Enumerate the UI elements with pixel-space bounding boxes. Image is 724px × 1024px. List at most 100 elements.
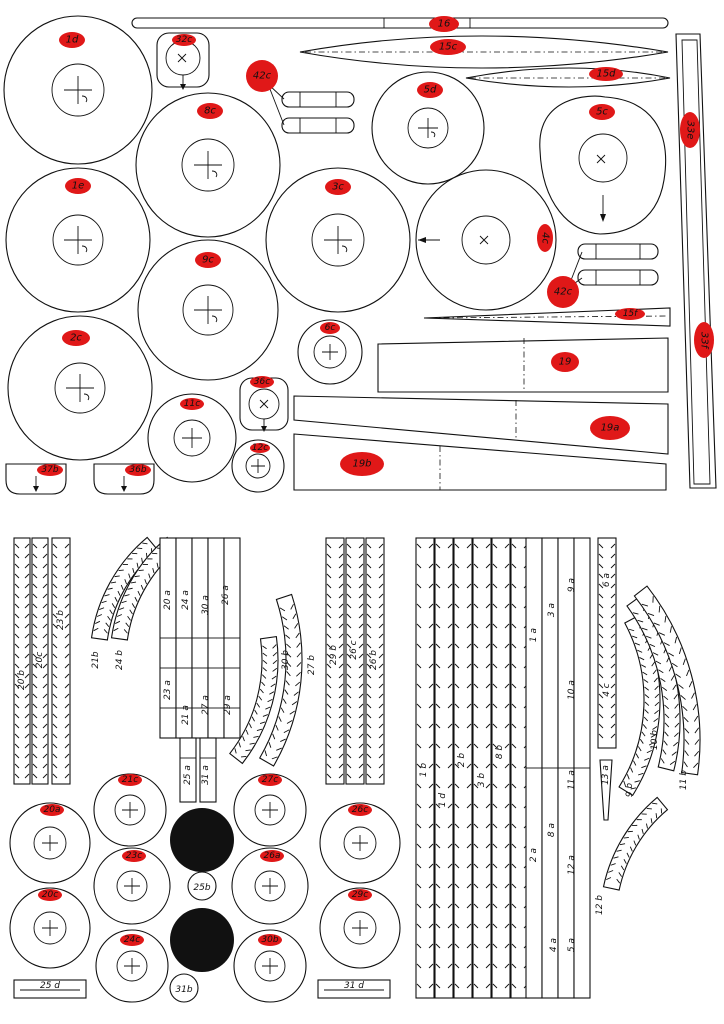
label-strip-23a: 23 a: [163, 680, 173, 700]
label-strip-23b: 23 b: [56, 610, 66, 630]
label-strip-27b: 27 b: [307, 655, 317, 675]
label-42c-top: 42c: [253, 71, 272, 82]
label-strip-12a: 12 a: [567, 855, 577, 875]
label-19b: 19b: [352, 459, 371, 470]
label-strip-11a: 11 a: [567, 770, 577, 790]
label-6c: 6c: [325, 323, 336, 333]
label-5d: 5d: [424, 85, 437, 96]
label-27c: 27c: [262, 775, 278, 785]
label-4c: 4c: [540, 232, 551, 244]
label-31b: 31b: [175, 985, 192, 995]
label-strip-6a: 6 a: [602, 573, 612, 587]
label-29c: 29c: [352, 890, 368, 900]
part-42c-b: [281, 117, 355, 134]
black-disk-lower: [170, 908, 234, 972]
label-strip-5a: 5 a: [567, 938, 577, 952]
label-9c: 9c: [202, 255, 214, 266]
label-31d: 31 d: [344, 981, 364, 991]
label-21c: 21c: [122, 775, 138, 785]
label-36c: 36c: [254, 377, 270, 387]
strip-23b: [51, 537, 71, 785]
label-strip-3a: 3 a: [547, 603, 557, 617]
label-strip-1a: 1 a: [529, 628, 539, 642]
label-16: 16: [438, 19, 451, 30]
strip-b-1: [434, 537, 454, 999]
label-12c: 12c: [252, 443, 268, 453]
label-33f: 33f: [699, 332, 710, 350]
disk-31b: [169, 973, 199, 1003]
label-strip-21b: 21b: [91, 651, 101, 668]
part-42c-c: [577, 243, 659, 260]
label-37b: 37b: [41, 465, 58, 475]
part-42c-a: [281, 91, 355, 108]
label-32c: 32c: [176, 35, 192, 45]
label-25b: 25b: [193, 883, 210, 893]
label-strip-20a: 20 a: [163, 590, 173, 610]
strip-26b: [345, 537, 365, 785]
strip-25a: [179, 737, 197, 803]
strip-20c: [31, 537, 49, 785]
label-strip-24b: 24 b: [115, 650, 125, 670]
part-15d: [465, 67, 671, 88]
label-strip-4c: 4 c: [602, 683, 612, 697]
label-strip-8b: 8 b: [495, 745, 505, 760]
label-20c: 20c: [42, 890, 58, 900]
label-11c: 11c: [184, 399, 200, 409]
label-15c: 15c: [439, 42, 458, 53]
black-disk-upper: [170, 808, 234, 872]
strip-13a: [599, 759, 613, 821]
strip-b-3: [472, 537, 492, 999]
label-26a: 26a: [264, 851, 281, 861]
part-31d: [317, 979, 391, 999]
label-25d: 25 d: [40, 981, 60, 991]
label-strip-12b: 12 b: [595, 895, 605, 915]
strip-b-2: [453, 537, 473, 999]
label-24c: 24c: [124, 935, 140, 945]
bottom-disks: 20a 20c 21c 23c 24c 25b 31b 27c 26a 30b …: [9, 773, 401, 1003]
label-strip-1d: 1 d: [438, 793, 448, 808]
strip-21b: [90, 536, 159, 641]
label-strip-9b: 9 b: [625, 783, 635, 798]
strip-28b: [365, 537, 385, 785]
label-strip-31a: 31 a: [201, 765, 211, 785]
disk-5c: [539, 95, 667, 235]
label-strip-24a: 24 a: [181, 590, 191, 610]
label-strip-25a: 25 a: [183, 765, 193, 785]
strip-30b: [229, 635, 279, 765]
strip-20b: [13, 537, 31, 785]
label-strip-21a: 21 a: [181, 705, 191, 725]
label-strip-30b: 30 b: [281, 650, 291, 670]
label-strip-3b: 3 b: [477, 773, 487, 788]
label-30b: 30b: [261, 935, 278, 945]
label-2c: 2c: [70, 333, 82, 344]
label-1d: 1d: [66, 35, 79, 46]
part-19a: [293, 395, 669, 455]
label-26c: 26c: [352, 805, 368, 815]
label-strip-30a: 30 a: [201, 595, 211, 615]
label-3c: 3c: [332, 182, 344, 193]
part-19b: [293, 433, 667, 491]
label-20a: 20a: [44, 805, 61, 815]
label-19a: 19a: [601, 423, 620, 434]
label-5c: 5c: [596, 107, 608, 118]
label-strip-13a: 13 a: [601, 765, 611, 785]
label-strip-29b: 29 b: [329, 645, 339, 665]
strip-29b: [325, 537, 345, 785]
strip-11b: [633, 585, 701, 776]
part-16: [131, 17, 669, 29]
label-strip-26b: 26 b: [369, 650, 379, 670]
part-33e: [675, 33, 717, 489]
strip-6a: [597, 537, 617, 749]
label-15f: 15f: [623, 309, 639, 319]
label-strip-2a: 2 a: [529, 848, 539, 862]
part-25d: [13, 979, 87, 999]
label-strip-4a: 4 a: [549, 938, 559, 952]
label-strip-2b: 2 b: [457, 753, 467, 768]
label-strip-8a: 8 a: [547, 823, 557, 837]
label-strip-11b: 11 b: [679, 770, 689, 790]
strip-27b: [258, 593, 303, 767]
label-42c-right: 42c: [554, 287, 573, 298]
